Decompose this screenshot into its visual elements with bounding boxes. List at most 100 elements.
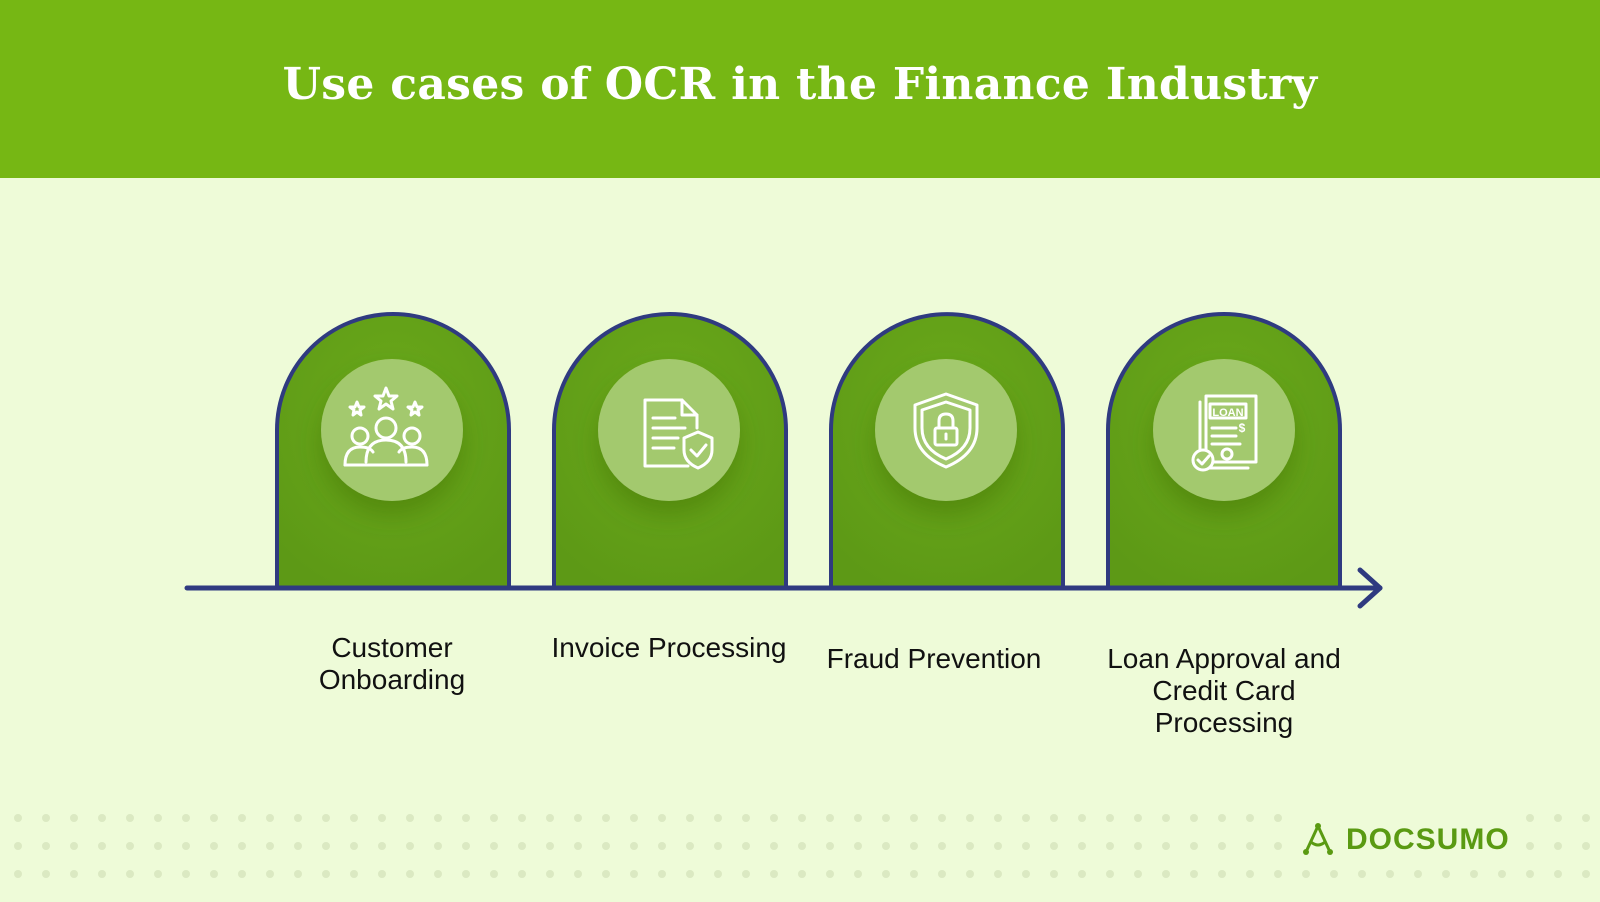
- decorative-dot: [322, 870, 330, 878]
- decorative-dot: [854, 814, 862, 822]
- timeline-arrow: [184, 567, 1383, 609]
- use-case-card-fraud-prevention: [829, 312, 1065, 590]
- decorative-dot: [854, 842, 862, 850]
- decorative-dot: [630, 870, 638, 878]
- decorative-dot: [378, 842, 386, 850]
- icon-circle: [598, 359, 740, 501]
- header-banner: Use cases of OCR in the Finance Industry: [0, 0, 1600, 178]
- decorative-dot: [42, 814, 50, 822]
- decorative-dot: [1134, 870, 1142, 878]
- decorative-dot: [1022, 870, 1030, 878]
- decorative-dot: [294, 814, 302, 822]
- decorative-dot: [322, 814, 330, 822]
- decorative-dot: [210, 814, 218, 822]
- decorative-dot: [70, 870, 78, 878]
- decorative-dot: [350, 814, 358, 822]
- decorative-dot: [1330, 870, 1338, 878]
- decorative-dot: [546, 842, 554, 850]
- decorative-dot: [1386, 870, 1394, 878]
- decorative-dot: [434, 814, 442, 822]
- decorative-dot: [238, 814, 246, 822]
- decorative-dot: [574, 842, 582, 850]
- decorative-dot: [462, 870, 470, 878]
- customer-group-stars-icon: [343, 386, 429, 467]
- decorative-dot: [1526, 870, 1534, 878]
- decorative-dot: [434, 842, 442, 850]
- use-case-label-fraud-prevention: Fraud Prevention: [826, 643, 1042, 674]
- decorative-dot: [98, 842, 106, 850]
- shield-lock-icon: [913, 392, 979, 469]
- brand-name: DOCSUMO: [1346, 823, 1510, 856]
- decorative-dot: [1274, 842, 1282, 850]
- decorative-dot: [994, 814, 1002, 822]
- decorative-dot: [630, 814, 638, 822]
- decorative-dot: [854, 870, 862, 878]
- dollar-icon-text: $: [1239, 421, 1246, 435]
- decorative-dot: [602, 842, 610, 850]
- decorative-dot: [966, 870, 974, 878]
- decorative-dot: [1302, 870, 1310, 878]
- decorative-dot: [1050, 814, 1058, 822]
- decorative-dot: [602, 870, 610, 878]
- decorative-dot: [938, 814, 946, 822]
- decorative-dot: [826, 842, 834, 850]
- decorative-dot: [798, 842, 806, 850]
- decorative-dot: [1134, 842, 1142, 850]
- decorative-dot: [826, 870, 834, 878]
- decorative-dot: [434, 870, 442, 878]
- decorative-dot: [1442, 870, 1450, 878]
- decorative-dot: [182, 842, 190, 850]
- decorative-dot: [294, 842, 302, 850]
- decorative-dot: [154, 870, 162, 878]
- decorative-dot: [910, 870, 918, 878]
- decorative-dot: [1190, 814, 1198, 822]
- decorative-dot: [882, 842, 890, 850]
- decorative-dot: [350, 870, 358, 878]
- decorative-dot: [546, 870, 554, 878]
- decorative-dot: [1554, 814, 1562, 822]
- use-case-card-customer-onboarding: [275, 312, 511, 590]
- decorative-dot: [1274, 870, 1282, 878]
- decorative-dot: [546, 814, 554, 822]
- use-case-card-invoice-processing: [552, 312, 788, 590]
- decorative-dot: [518, 870, 526, 878]
- decorative-dot: [1246, 842, 1254, 850]
- decorative-dot: [658, 842, 666, 850]
- decorative-dot: [1162, 814, 1170, 822]
- decorative-dot: [1190, 842, 1198, 850]
- decorative-dot: [1162, 842, 1170, 850]
- decorative-dot: [210, 870, 218, 878]
- decorative-dot: [462, 842, 470, 850]
- decorative-dot: [1582, 842, 1590, 850]
- decorative-dot: [742, 870, 750, 878]
- docsumo-logo-icon: [1303, 823, 1333, 855]
- decorative-dot: [182, 870, 190, 878]
- decorative-dot: [1470, 870, 1478, 878]
- decorative-dot: [518, 814, 526, 822]
- decorative-dot: [1050, 842, 1058, 850]
- decorative-dot: [266, 814, 274, 822]
- decorative-dot: [42, 842, 50, 850]
- decorative-dot: [126, 870, 134, 878]
- decorative-dot: [1106, 814, 1114, 822]
- decorative-dot: [462, 814, 470, 822]
- decorative-dot: [714, 870, 722, 878]
- decorative-dot: [238, 870, 246, 878]
- page-title: Use cases of OCR in the Finance Industry: [282, 58, 1318, 110]
- decorative-dot: [686, 814, 694, 822]
- loan-document-icon: [1191, 394, 1258, 472]
- decorative-dot: [798, 870, 806, 878]
- decorative-dot: [1526, 842, 1534, 850]
- decorative-dot: [714, 842, 722, 850]
- decorative-dot: [1190, 870, 1198, 878]
- decorative-dot: [966, 814, 974, 822]
- decorative-dot: [154, 842, 162, 850]
- decorative-dot: [714, 814, 722, 822]
- decorative-dot: [602, 814, 610, 822]
- decorative-dot: [518, 842, 526, 850]
- decorative-dot: [322, 842, 330, 850]
- decorative-dot: [826, 814, 834, 822]
- decorative-dot: [182, 814, 190, 822]
- decorative-dot: [1050, 870, 1058, 878]
